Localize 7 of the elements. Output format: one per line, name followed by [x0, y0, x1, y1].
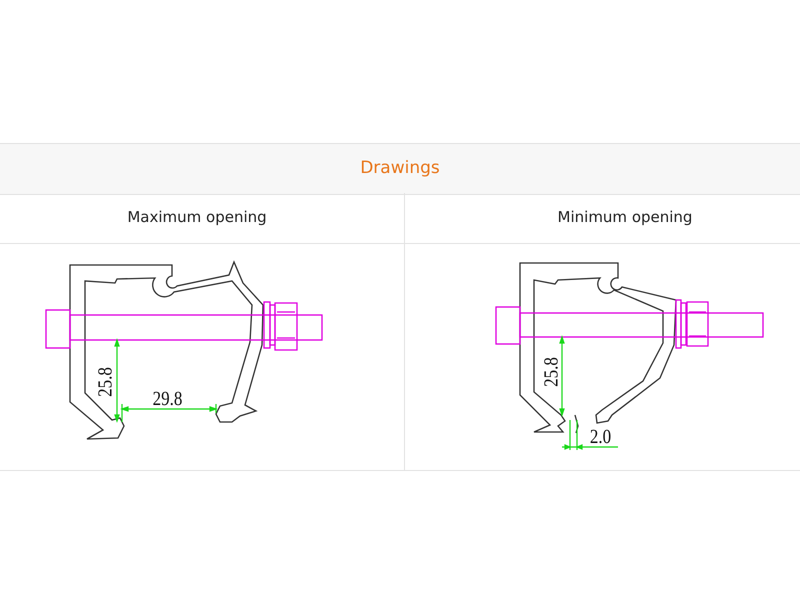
dimension-label: 29.8	[152, 389, 182, 409]
dimension-label: 2.0	[590, 427, 612, 447]
column-header: Maximum opening	[126, 208, 268, 226]
table-title: Drawings	[359, 158, 441, 178]
dimension-label: 25.8	[542, 357, 562, 387]
column-header: Minimum opening	[556, 208, 694, 226]
dimension-label: 25.8	[96, 367, 116, 397]
